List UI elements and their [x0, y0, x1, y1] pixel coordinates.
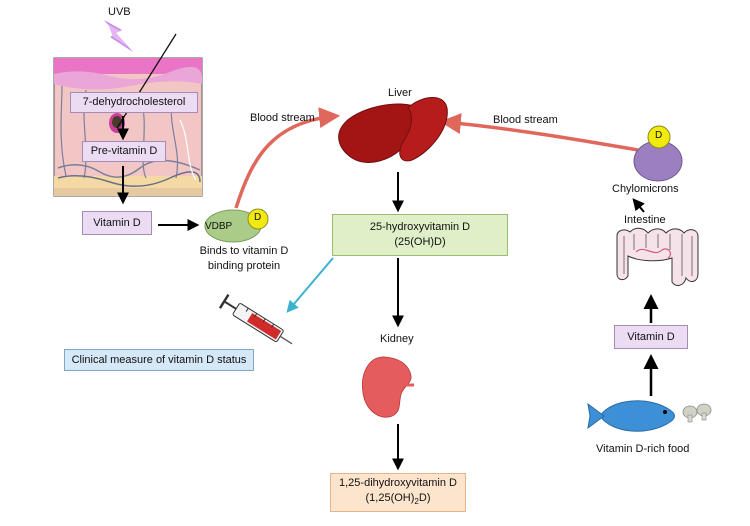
vitamin-d-box-diet: Vitamin D [614, 325, 688, 349]
1-25-dihydroxyvitamin-d-line1: 1,25-dihydroxyvitamin D [339, 476, 457, 489]
25-hydroxyvitamin-d-box: 25-hydroxyvitamin D (25(OH)D) [332, 214, 508, 256]
uvb-lightning-icon [104, 20, 133, 52]
25-hydroxyvitamin-d-line1: 25-hydroxyvitamin D [369, 221, 471, 233]
chylomicrons-label: Chylomicrons [612, 183, 679, 195]
syringe-icon [218, 293, 293, 345]
1-25-dihydroxyvitamin-d-line2: (1,25(OH)2D) [365, 491, 431, 507]
vitamin-d-badge-vdbp [247, 208, 269, 230]
vdbp-label: VDBP [205, 221, 233, 232]
vitamin-d-badge-chylomicron [647, 125, 671, 149]
mushroom-icon [682, 403, 712, 423]
1-25-dihydroxyvitamin-d-box: 1,25-dihydroxyvitamin D (1,25(OH)2D) [330, 473, 466, 512]
liver-icon [338, 97, 448, 163]
vdbp-d-label: D [254, 212, 262, 223]
kidney-label: Kidney [380, 333, 414, 345]
clinical-measure-arrow [286, 257, 334, 313]
intestine-label: Intestine [624, 214, 666, 226]
chylomicron-d-label: D [655, 130, 663, 141]
vitamin-d-rich-food-label: Vitamin D-rich food [596, 443, 690, 455]
blood-stream-label-right: Blood stream [493, 114, 558, 126]
vitamin-d-box-skin: Vitamin D [82, 211, 152, 235]
uvb-label: UVB [108, 6, 131, 18]
binds-label-line1: Binds to vitamin D [199, 245, 289, 257]
fish-icon [587, 400, 675, 432]
blood-stream-label-left: Blood stream [250, 112, 315, 124]
intestine-icon [616, 227, 699, 286]
binds-label-line2: binding protein [207, 260, 281, 272]
blood-stream-arrow-right [439, 113, 639, 152]
kidney-icon [361, 356, 414, 418]
liver-label: Liver [388, 87, 412, 99]
25-hydroxyvitamin-d-line2: (25(OH)D) [394, 236, 446, 248]
clinical-measure-box: Clinical measure of vitamin D status [64, 349, 254, 371]
skin-cross-section [53, 57, 203, 197]
7-dehydrocholesterol-box: 7-dehydrocholesterol [70, 92, 198, 113]
pre-vitamin-d-box: Pre-vitamin D [82, 141, 166, 162]
blood-stream-arrow-left [234, 107, 341, 209]
